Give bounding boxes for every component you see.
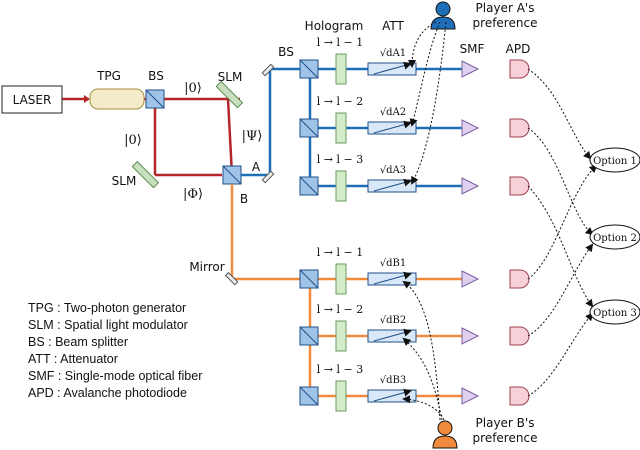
player-b-label: Player B's [476, 416, 535, 430]
hologram-plate [335, 170, 347, 202]
player-a-icon [430, 1, 456, 30]
detection-row: l → l − 2 √dA2 [299, 95, 530, 144]
ket-0-left: |0⟩ [124, 133, 142, 148]
attenuator-label: √dA2 [380, 107, 406, 118]
ket-phi: |Φ⟩ [183, 187, 203, 202]
hologram-plate [335, 380, 347, 412]
smf-coupler [461, 327, 480, 345]
legend-apd: APD : Avalanche photodiode [28, 386, 187, 400]
apd-detector [509, 386, 530, 406]
mirror-a-bottom [261, 170, 275, 184]
transform-label: l → l − 3 [317, 363, 363, 376]
attenuator-label: √dA1 [380, 48, 406, 59]
transform-label: l → l − 2 [317, 95, 363, 108]
laser-paths [62, 97, 240, 177]
slm-left-label: SLM [112, 174, 137, 188]
bs-source-label: BS [148, 69, 164, 83]
svg-text:Option 2: Option 2 [593, 233, 637, 244]
smf-header: SMF [460, 42, 485, 56]
apd-header: APD [506, 42, 531, 56]
source-beam-splitter [145, 89, 165, 109]
apd-detector [509, 118, 530, 138]
attenuator-label: √dB2 [380, 315, 406, 326]
detection-row: l → l − 1 √dB1 [299, 246, 530, 295]
attenuator-label: √dB3 [380, 375, 406, 386]
transform-label: l → l − 3 [317, 153, 363, 166]
option-1: Option 1 [589, 147, 640, 173]
legend-smf: SMF : Single-mode optical fiber [28, 369, 203, 383]
smf-coupler [461, 270, 480, 288]
apd-detector [509, 176, 530, 196]
laser-box [1, 85, 63, 114]
player-b-icon [432, 420, 458, 449]
transform-label: l → l − 1 [317, 246, 363, 259]
legend-att: ATT : Attenuator [28, 352, 118, 366]
detection-row: l → l − 1 √dA1 [299, 36, 530, 85]
red-arrows [84, 95, 90, 103]
option-links [527, 68, 598, 397]
slm-top-label: SLM [218, 70, 243, 84]
svg-text:Option 1: Option 1 [593, 156, 637, 167]
transform-label: l → l − 1 [317, 36, 363, 49]
hologram-header: Hologram [305, 19, 364, 33]
legend: TPG : Two-photon generator SLM : Spatial… [28, 300, 202, 402]
smf-coupler [461, 60, 480, 78]
legend-bs: BS : Beam splitter [28, 335, 129, 349]
smf-coupler [461, 177, 480, 195]
detection-row: l → l − 3 √dB3 [299, 363, 530, 412]
port-b-label: B [240, 192, 248, 206]
player-a-links [408, 21, 447, 185]
slm-left [131, 160, 160, 189]
player-b-links [402, 280, 445, 421]
smf-coupler [461, 387, 480, 405]
smf-coupler [461, 119, 480, 137]
port-a-label: A [252, 160, 261, 174]
apd-detector [509, 326, 530, 346]
player-a-label: Player A's [476, 1, 535, 15]
ket-psi: |Ψ⟩ [242, 129, 263, 144]
player-a-preference: preference [473, 16, 538, 30]
option-3: Option 3 [589, 299, 640, 325]
hologram-plate [335, 320, 347, 352]
central-beam-splitter [222, 165, 242, 185]
ket-0-top: |0⟩ [184, 81, 202, 96]
laser-label: LASER [13, 93, 52, 107]
legend-slm: SLM : Spatial light modulator [28, 318, 188, 332]
beam-a-paths [241, 67, 470, 188]
apd-detector [509, 269, 530, 289]
hologram-plate [335, 53, 347, 85]
option-2: Option 2 [589, 224, 640, 250]
mirror-label: Mirror [189, 260, 224, 274]
detection-row: l → l − 3 √dA3 [299, 153, 530, 202]
legend-tpg: TPG : Two-photon generator [28, 301, 187, 315]
tpg-label: TPG [96, 69, 121, 83]
hologram-plate [335, 263, 347, 295]
slm-top [215, 80, 244, 109]
mirror-a-top [261, 63, 275, 77]
attenuator-label: √dB1 [380, 258, 406, 269]
player-b-preference: preference [473, 431, 538, 445]
svg-text:Option 3: Option 3 [593, 308, 637, 319]
transform-label: l → l − 2 [317, 303, 363, 316]
apd-detector [509, 59, 530, 79]
tpg-crystal [89, 88, 145, 110]
mirror-b [224, 271, 239, 286]
bs-split-label: BS [278, 45, 294, 59]
detection-row: l → l − 2 √dB2 [299, 303, 530, 352]
hologram-plate [335, 112, 347, 144]
att-header: ATT [382, 19, 404, 33]
attenuator-label: √dA3 [380, 165, 406, 176]
